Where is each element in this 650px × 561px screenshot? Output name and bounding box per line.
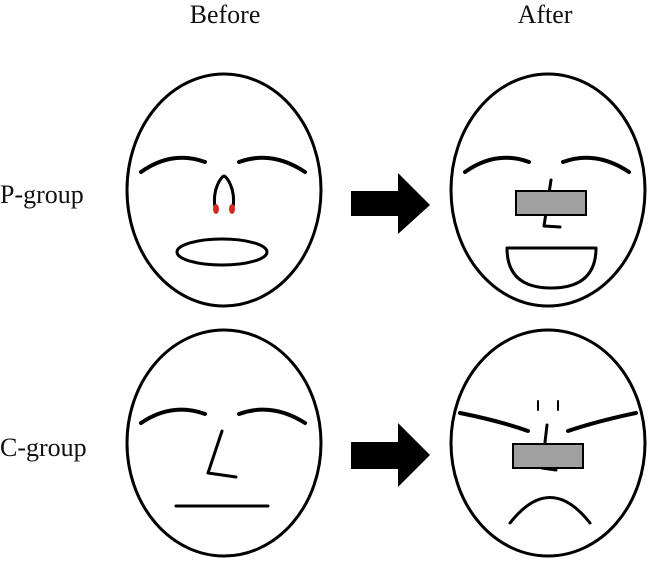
- right-arrow-icon: [351, 423, 430, 487]
- left-eyebrow: [139, 407, 207, 425]
- group-label-c: C-group: [0, 433, 87, 462]
- right-eyebrow-sad: [566, 411, 638, 433]
- right-arrow-icon: [351, 173, 430, 234]
- p-group-after-face: [449, 72, 647, 308]
- group-label-p: P-group: [0, 180, 84, 209]
- nasal-device-icon: [212, 174, 236, 214]
- nose-bandage-icon: [515, 190, 587, 216]
- mouth-open-oval: [175, 237, 269, 267]
- header-before: Before: [190, 0, 261, 29]
- left-eyebrow-sad: [458, 411, 530, 433]
- right-eyebrow: [561, 155, 631, 174]
- nose: [206, 429, 238, 479]
- c-group-before-face: [125, 328, 323, 558]
- mouth-frown: [508, 496, 592, 525]
- c-group-after-face: [449, 328, 647, 558]
- header-after: After: [518, 0, 573, 29]
- right-eyebrow: [237, 155, 307, 174]
- left-eyebrow: [139, 155, 207, 174]
- p-group-before-face: [125, 72, 323, 308]
- right-eyebrow: [237, 407, 307, 425]
- left-eyebrow: [463, 155, 531, 174]
- face-outline: [125, 72, 323, 308]
- face-outline: [125, 328, 323, 558]
- nose-bandage-icon: [512, 443, 584, 469]
- mouth-smile: [505, 246, 598, 290]
